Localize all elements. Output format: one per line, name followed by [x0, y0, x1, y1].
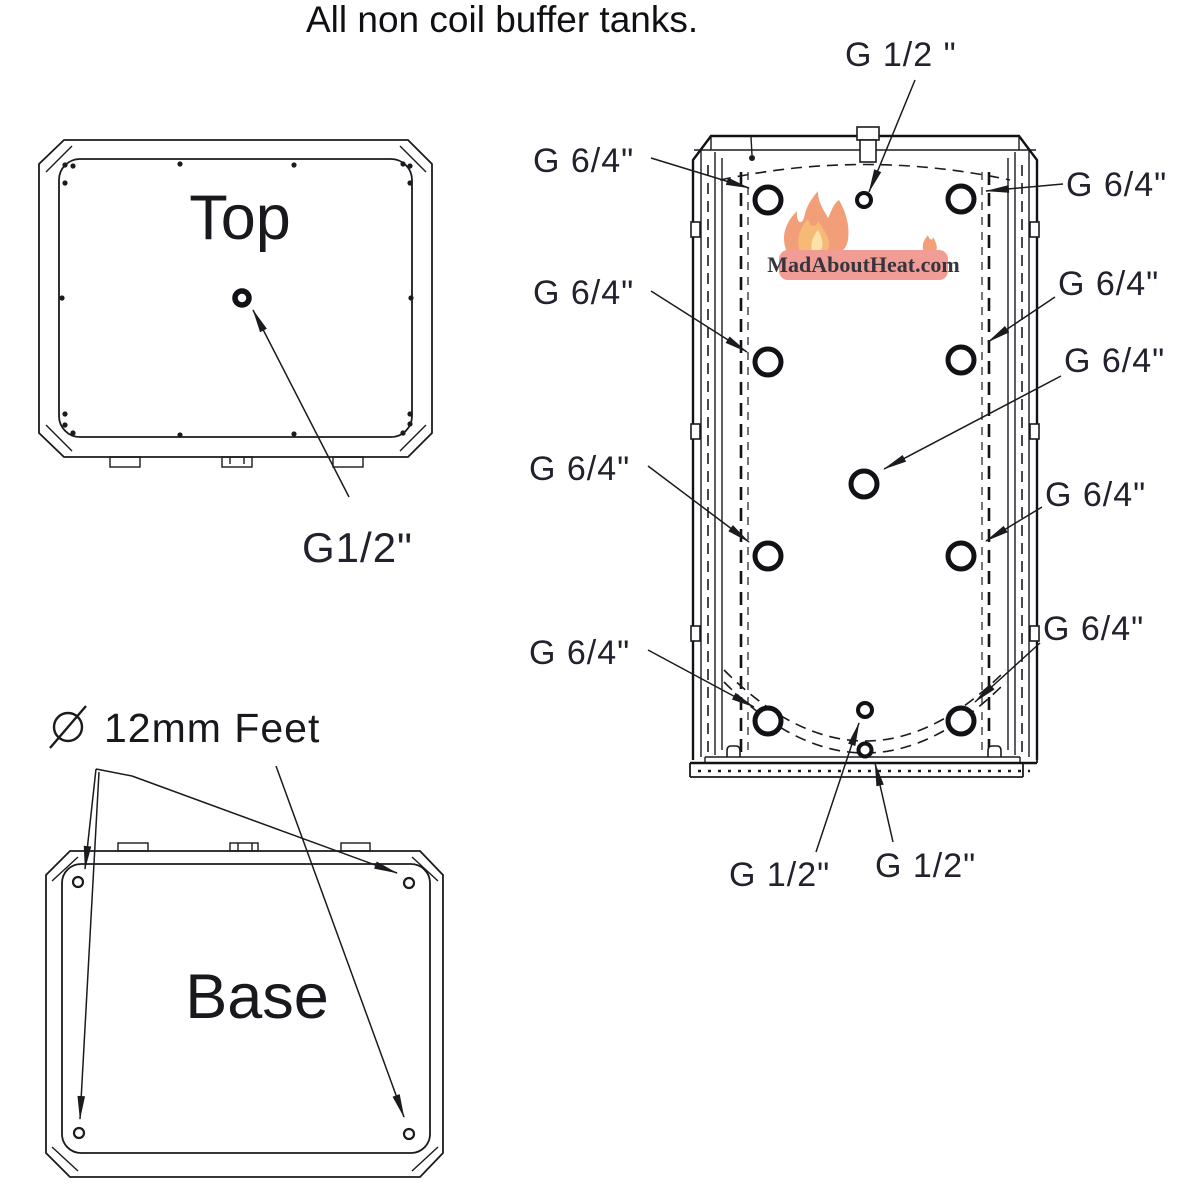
base-view: 12mm Feet Base	[45, 705, 444, 1178]
front-left-label-2: G 6/4"	[533, 274, 634, 312]
front-left-label-3: G 6/4"	[529, 450, 630, 488]
base-view-top-tabs	[117, 842, 371, 852]
feet-holes	[71, 875, 416, 1141]
port-labels: G 1/2 " G 6/4" G 6/4" G 6/4" G 6/4" G 6/…	[529, 36, 1167, 894]
port-leader-arrows	[647, 79, 1064, 853]
front-right-label-3: G 6/4"	[1064, 342, 1165, 380]
side-clips	[690, 221, 1040, 642]
tank-side-panels	[700, 150, 1030, 757]
tank-base-plate	[689, 745, 1038, 778]
top-port-label: G1/2"	[302, 524, 413, 571]
front-right-label-5: G 6/4"	[1043, 610, 1144, 648]
page-title: All non coil buffer tanks.	[306, 0, 698, 40]
top-view: Top G1/2"	[38, 139, 433, 571]
top-port-leader-arrow	[252, 309, 350, 498]
tank-ports	[752, 183, 977, 759]
flame-icon	[783, 191, 937, 255]
top-port-g12	[232, 288, 252, 308]
port-g12-top	[855, 191, 873, 209]
top-view-bottom-tabs	[109, 456, 364, 468]
port-g64-left-4	[752, 705, 784, 737]
port-g64-left-1	[752, 184, 784, 216]
base-view-label: Base	[185, 962, 329, 1032]
weld-dot-detail	[749, 136, 755, 161]
top-view-outline	[38, 139, 433, 458]
front-left-label-1: G 6/4"	[533, 142, 634, 180]
front-right-label-4: G 6/4"	[1045, 476, 1146, 514]
port-g64-left-3	[752, 540, 784, 572]
top-view-label: Top	[189, 183, 291, 253]
front-right-label-2: G 6/4"	[1058, 265, 1159, 303]
base-view-face	[61, 863, 431, 1154]
feet-label: 12mm Feet	[104, 705, 320, 751]
base-clip-right	[987, 745, 1002, 757]
port-g12-bottom-base	[856, 741, 874, 759]
logo-pill	[779, 250, 948, 280]
port-g64-right-3	[945, 540, 977, 572]
front-view: G 1/2 " G 6/4" G 6/4" G 6/4" G 6/4" G 6/…	[529, 36, 1167, 894]
base-clip-left	[726, 745, 741, 757]
front-bottom-label-1: G 1/2"	[729, 856, 830, 894]
madaboutheat-logo: MadAboutHeat.com	[767, 191, 960, 280]
top-view-weld-dots	[59, 161, 414, 438]
tank-outline	[691, 134, 1039, 760]
diameter-icon	[49, 705, 87, 749]
port-g12-bottom-front	[856, 701, 874, 719]
port-g64-right-4	[945, 705, 977, 737]
port-g64-left-2	[752, 346, 784, 378]
top-insulation-seam	[719, 163, 1011, 181]
top-view-corner-facets	[45, 145, 427, 452]
port-g64-right-2	[945, 344, 977, 376]
port-g64-center	[848, 468, 880, 500]
feet-leader-arrows	[77, 765, 405, 1120]
top-port-tab	[856, 126, 880, 163]
front-left-label-4: G 6/4"	[529, 634, 630, 672]
front-top-label: G 1/2 "	[845, 36, 957, 74]
base-view-outline	[45, 850, 444, 1178]
front-right-label-1: G 6/4"	[1066, 166, 1167, 204]
bottom-insulation-seam	[723, 669, 1007, 742]
front-bottom-label-2: G 1/2"	[875, 847, 976, 885]
port-g64-right-1	[945, 183, 977, 215]
logo-text: MadAboutHeat.com	[767, 252, 959, 277]
